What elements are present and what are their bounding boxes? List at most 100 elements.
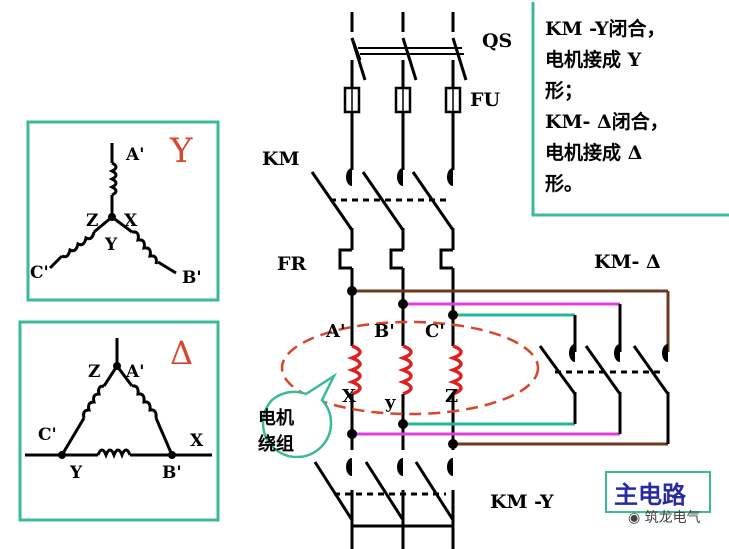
y-label-b: B' bbox=[182, 268, 202, 288]
note-line-5: 电机接成 Δ bbox=[545, 142, 643, 164]
km-delta-contact-3 bbox=[662, 344, 668, 362]
y-right-lead bbox=[111, 215, 133, 234]
main-circuit bbox=[343, 12, 468, 170]
delta-right-coil bbox=[131, 384, 158, 419]
km-y-blade-2 bbox=[364, 461, 405, 521]
delta-label-a: A' bbox=[125, 362, 144, 382]
delta-bottom-coil bbox=[96, 448, 132, 460]
km-delta-blade-1 bbox=[538, 345, 577, 395]
km-contact-1 bbox=[346, 168, 352, 186]
note-line-3: 形； bbox=[545, 80, 584, 102]
delta-right-node bbox=[168, 451, 176, 459]
fr-element-3 bbox=[439, 248, 453, 270]
label-km-delta: KM- Δ bbox=[594, 251, 661, 273]
title-box bbox=[605, 471, 711, 513]
y-left-coil bbox=[61, 231, 96, 259]
label-km-y: KM -Y bbox=[490, 491, 554, 513]
km-delta-contact-1 bbox=[569, 344, 575, 362]
y-label-z: Z bbox=[86, 211, 98, 231]
note-line-1: KM -Y闭合， bbox=[545, 18, 666, 40]
qs-blade-2 bbox=[401, 37, 418, 81]
y-right-coil bbox=[131, 230, 158, 265]
label-c: C' bbox=[425, 321, 445, 342]
delta-right-lead2 bbox=[154, 417, 174, 456]
label-km: KM bbox=[262, 148, 300, 170]
label-fu: FU bbox=[470, 89, 500, 111]
delta-connection-box: Δ Z A' C' X Y B' bbox=[18, 320, 220, 522]
watermark-text: 筑龙电气 bbox=[644, 510, 701, 526]
delta-left-coil bbox=[82, 384, 105, 419]
node-1 bbox=[347, 286, 357, 296]
label-z: Z bbox=[445, 386, 458, 407]
km-blade-2 bbox=[361, 171, 405, 231]
label-x: X bbox=[342, 386, 356, 407]
node-3 bbox=[448, 310, 458, 320]
delta-label-x: X bbox=[190, 431, 204, 451]
km-y-blade-3 bbox=[414, 461, 455, 521]
bus-wires bbox=[352, 289, 670, 446]
delta-label-c: C' bbox=[38, 425, 57, 445]
delta-left-lead bbox=[102, 365, 119, 387]
label-fr: FR bbox=[277, 253, 306, 275]
callout-text-line2: 绕组 bbox=[258, 433, 294, 455]
node-6 bbox=[448, 439, 458, 449]
delta-symbol: Δ bbox=[170, 334, 193, 372]
y-neutral-node bbox=[108, 213, 116, 221]
note-line-2: 电机接成 Y bbox=[545, 49, 642, 71]
y-label-x: X bbox=[124, 211, 138, 231]
node-4 bbox=[347, 429, 357, 439]
coil-b bbox=[398, 344, 413, 396]
km-y-bg bbox=[344, 450, 464, 490]
label-a: A' bbox=[325, 321, 345, 342]
y-right-lead2 bbox=[157, 260, 177, 275]
label-b: B' bbox=[374, 321, 395, 342]
km-y-contact-1 bbox=[346, 458, 352, 476]
delta-label-z: Z bbox=[88, 362, 100, 382]
y-symbol: Y bbox=[169, 131, 193, 171]
y-label-y: Y bbox=[104, 235, 118, 255]
callout-text-line1: 电机 bbox=[258, 407, 294, 429]
coil-c bbox=[448, 344, 463, 396]
label-qs: QS bbox=[482, 30, 512, 52]
y-top-coil bbox=[108, 161, 118, 197]
watermark: ◉ 筑龙电气 bbox=[628, 507, 701, 527]
fr-element-2 bbox=[389, 248, 403, 270]
qs-blade-1b bbox=[350, 37, 362, 61]
km-contactor bbox=[310, 168, 455, 231]
explanation-note: KM -Y闭合， 电机接成 Y 形； KM- Δ闭合， 电机接成 Δ 形。 bbox=[545, 14, 725, 200]
node-2 bbox=[398, 299, 408, 309]
km-y-contactor bbox=[313, 450, 464, 549]
note-box-frame bbox=[531, 2, 729, 217]
delta-box-frame bbox=[18, 320, 220, 522]
qs-blade-3 bbox=[451, 37, 468, 81]
fr-element-1 bbox=[338, 248, 352, 270]
km-contact-2 bbox=[397, 168, 403, 186]
y-box-frame bbox=[26, 120, 220, 302]
junction-dots bbox=[347, 286, 458, 449]
wechat-icon: ◉ bbox=[628, 510, 645, 526]
winding-callout: 电机 绕组 bbox=[258, 372, 338, 459]
page-title: 主电路 bbox=[614, 481, 687, 509]
node-5 bbox=[398, 419, 408, 429]
km-delta-blade-2 bbox=[584, 345, 622, 395]
label-y: y bbox=[384, 392, 396, 413]
y-label-a: A' bbox=[125, 145, 144, 165]
delta-label-b: B' bbox=[162, 463, 182, 483]
motor-windings bbox=[347, 330, 463, 410]
y-connection-box: Y A' Z X Y C' B' bbox=[26, 120, 220, 302]
delta-left-node bbox=[58, 451, 66, 459]
y-left-lead2 bbox=[48, 254, 64, 270]
km-y-contact-3 bbox=[447, 458, 453, 476]
winding-highlight-ellipse bbox=[280, 320, 540, 416]
delta-left-lead2 bbox=[60, 417, 86, 456]
km-delta-contactor bbox=[538, 344, 670, 395]
km-y-blade-1 bbox=[313, 461, 354, 521]
note-line-4: KM- Δ闭合， bbox=[545, 111, 669, 133]
delta-right-lead bbox=[115, 365, 134, 387]
km-delta-contact-2 bbox=[614, 344, 620, 362]
km-y-contact-2 bbox=[397, 458, 403, 476]
y-label-c: C' bbox=[30, 263, 49, 283]
coil-a bbox=[347, 344, 362, 396]
km-contact-3 bbox=[447, 168, 453, 186]
